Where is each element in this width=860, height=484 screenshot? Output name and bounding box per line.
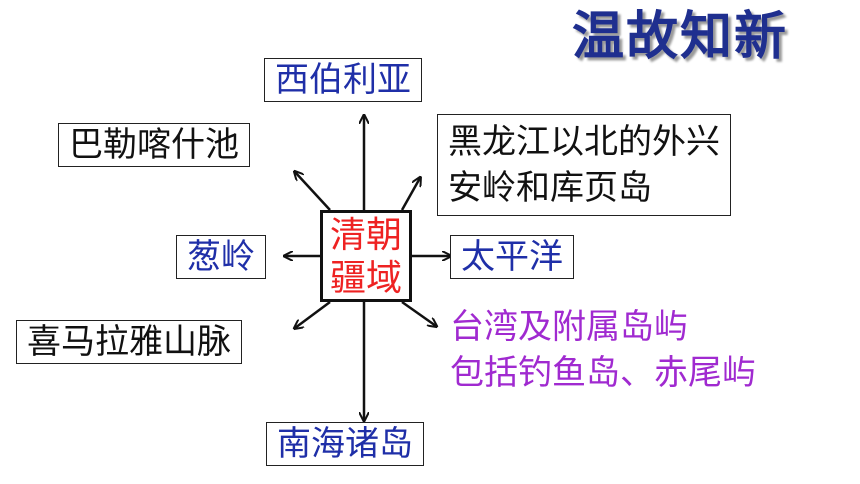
region-north-box: 西伯利亚: [264, 58, 422, 102]
region-west-label: 葱岭: [187, 237, 255, 277]
region-south-box: 南海诸岛: [266, 422, 424, 466]
region-northeast-line2: 安岭和库页岛: [448, 168, 652, 208]
region-east-box: 太平洋: [450, 235, 574, 279]
region-northwest-box: 巴勒喀什池: [58, 123, 250, 167]
region-south-label: 南海诸岛: [277, 424, 413, 464]
region-northeast-line1: 黑龙江以北的外兴: [448, 122, 720, 162]
region-north-label: 西伯利亚: [275, 60, 411, 100]
region-northeast-box: 黑龙江以北的外兴 安岭和库页岛: [437, 114, 731, 216]
center-qing-territory: 清朝 疆域: [320, 210, 412, 302]
region-southeast-box: 台湾及附属岛屿 包括钓鱼岛、赤尾屿: [440, 300, 766, 400]
arrow-southeast: [401, 300, 436, 326]
region-west-box: 葱岭: [176, 235, 266, 279]
region-southeast-line1: 台湾及附属岛屿: [450, 307, 688, 347]
region-northwest-label: 巴勒喀什池: [69, 125, 239, 165]
page-title: 温故知新: [572, 7, 789, 67]
arrow-southwest: [295, 300, 331, 328]
region-southwest-box: 喜马拉雅山脉: [16, 320, 242, 364]
region-southeast-line2: 包括钓鱼岛、赤尾屿: [450, 353, 756, 393]
arrow-northwest: [295, 172, 331, 211]
region-east-label: 太平洋: [461, 237, 563, 277]
arrow-northeast: [400, 178, 420, 211]
region-southwest-label: 喜马拉雅山脉: [27, 322, 231, 362]
